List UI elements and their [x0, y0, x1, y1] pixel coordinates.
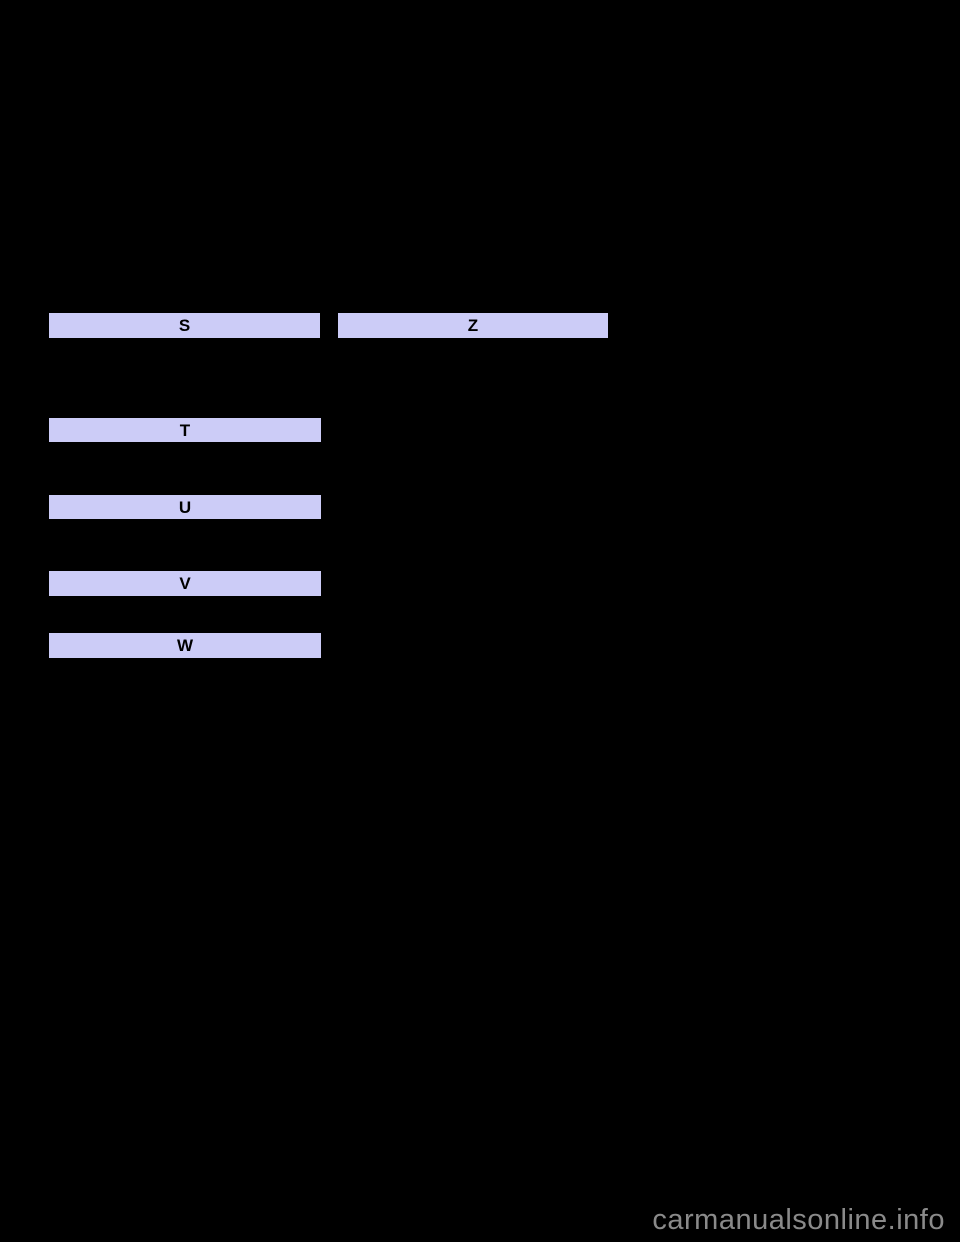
index-section-header-u: U — [49, 495, 321, 519]
index-section-header-w: W — [49, 633, 321, 658]
section-letter-s: S — [178, 316, 191, 335]
index-section-header-v: V — [49, 571, 321, 596]
section-letter-t: T — [179, 420, 191, 440]
section-letter-v: V — [179, 574, 191, 593]
index-section-header-z: Z — [338, 313, 608, 338]
index-section-header-t: T — [49, 418, 321, 442]
watermark: carmanualsonline.info — [652, 1204, 945, 1236]
section-letter-w: W — [176, 636, 194, 655]
index-section-header-s: S — [49, 313, 320, 338]
section-letter-z: Z — [467, 316, 479, 335]
section-letter-u: U — [178, 497, 192, 517]
